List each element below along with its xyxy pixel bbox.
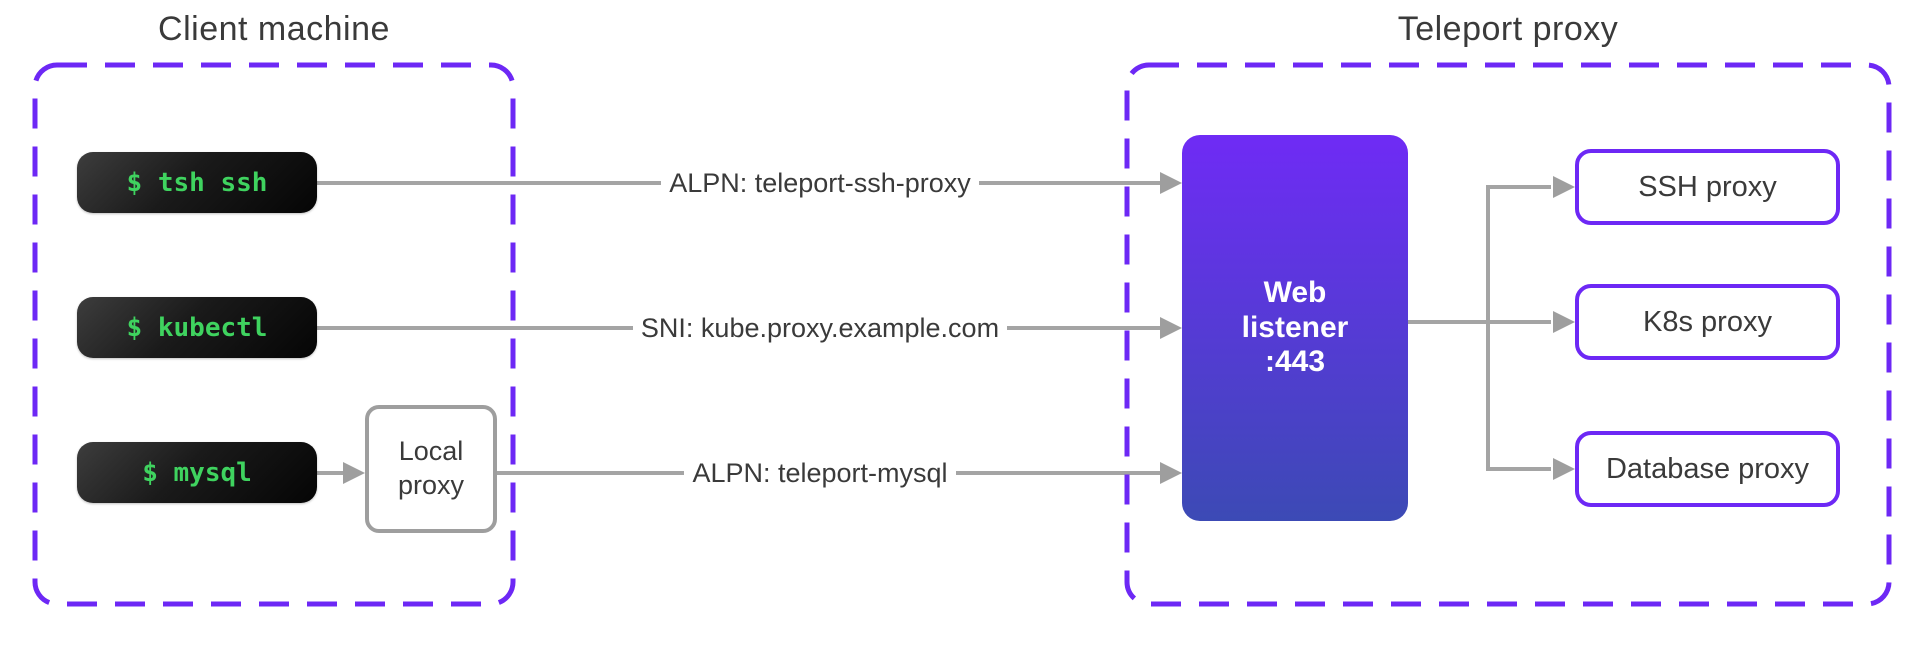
teleport-proxy-group-border (1124, 62, 1892, 607)
arrowhead-icon (1160, 172, 1182, 194)
arrowhead-icon (1553, 176, 1575, 198)
terminal-pill-tsh-ssh: $ tsh ssh (77, 152, 317, 213)
terminal-pill-kubectl: $ kubectl (77, 297, 317, 358)
web-listener-box: Web listener :443 (1182, 135, 1408, 521)
client-machine-group-border (32, 62, 516, 607)
connection-label-ssh: ALPN: teleport-ssh-proxy (520, 165, 1120, 201)
connection-line-mysql-to-localproxy (317, 471, 343, 475)
web-listener-line2: listener (1241, 310, 1349, 344)
client-machine-title: Client machine (158, 10, 390, 48)
arrowhead-icon (1160, 462, 1182, 484)
service-box-k8s-proxy: K8s proxy (1575, 284, 1840, 360)
teleport-proxy-title: Teleport proxy (1397, 10, 1619, 48)
arrowhead-icon (1160, 317, 1182, 339)
arrowhead-icon (343, 462, 365, 484)
local-proxy-box: Local proxy (365, 405, 497, 533)
branch-line-vertical (1486, 185, 1490, 471)
connection-label-mysql: ALPN: teleport-mysql (520, 455, 1120, 491)
web-listener-line3: :443 (1264, 345, 1326, 379)
terminal-command: $ tsh ssh (126, 167, 268, 198)
branch-line-database (1488, 467, 1551, 471)
terminal-command: $ mysql (142, 457, 252, 488)
connection-label-kube: SNI: kube.proxy.example.com (520, 310, 1120, 346)
arrowhead-icon (1553, 311, 1575, 333)
branch-line-k8s (1408, 320, 1551, 324)
arrowhead-icon (1553, 458, 1575, 480)
service-box-ssh-proxy: SSH proxy (1575, 149, 1840, 225)
terminal-pill-mysql: $ mysql (77, 442, 317, 503)
branch-line-ssh (1488, 185, 1551, 189)
local-proxy-label: Local proxy (397, 436, 465, 500)
service-box-database-proxy: Database proxy (1575, 431, 1840, 507)
web-listener-line1: Web (1263, 276, 1327, 310)
terminal-command: $ kubectl (126, 312, 268, 343)
